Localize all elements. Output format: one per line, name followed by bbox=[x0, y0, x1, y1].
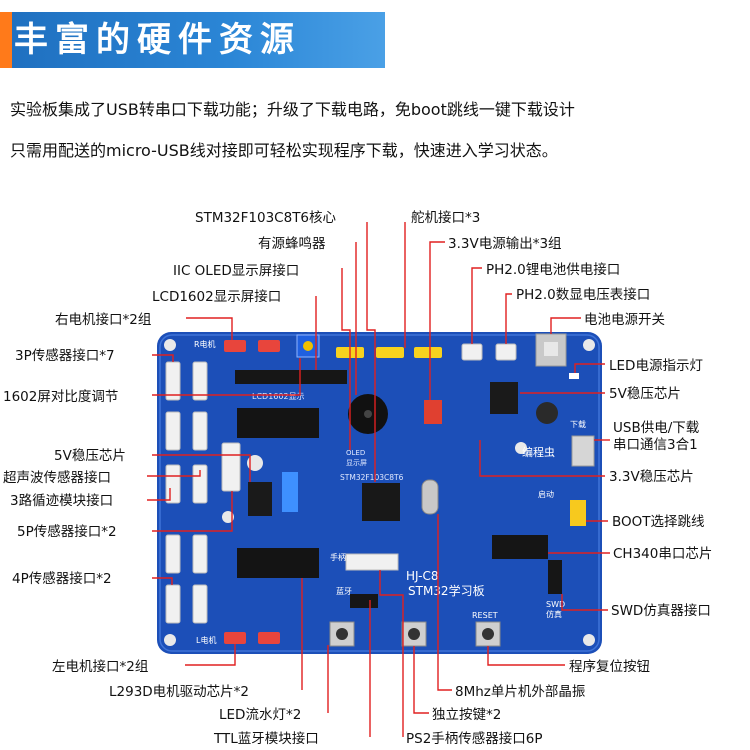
silk-hj: HJ-C8 bbox=[406, 569, 438, 583]
label-right-motor: 右电机接口*2组 bbox=[55, 311, 151, 328]
mount-hole bbox=[515, 442, 527, 454]
mount-hole bbox=[164, 634, 176, 646]
label-key: 独立按键*2 bbox=[432, 707, 501, 723]
swd-header bbox=[548, 560, 562, 594]
push-buttons bbox=[329, 621, 501, 647]
regulator-5v-left bbox=[248, 482, 272, 516]
label-reg-5v-left: 5V稳压芯片 bbox=[54, 448, 126, 464]
description-line-2: 只需用配送的micro-USB线对接即可轻松实现程序下载，快速进入学习状态。 bbox=[10, 141, 558, 160]
mount-hole bbox=[583, 634, 595, 646]
servo-headers bbox=[336, 347, 442, 358]
lcd1602-header bbox=[235, 370, 347, 384]
label-ps2: PS2手柄传感器接口6P bbox=[406, 730, 543, 747]
label-ph-battery: PH2.0锂电池供电接口 bbox=[486, 261, 620, 278]
label-crystal: 8Mhz单片机外部晶振 bbox=[455, 684, 586, 700]
regulator-3v3 bbox=[424, 400, 442, 424]
capacitor bbox=[247, 455, 263, 471]
silk-swd: SWD bbox=[546, 600, 565, 609]
l293d-chip-top bbox=[237, 408, 319, 438]
l293d-chip-bottom bbox=[237, 548, 319, 578]
label-buzzer: 有源蜂鸣器 bbox=[258, 235, 326, 252]
usb-port bbox=[571, 435, 595, 467]
mount-hole bbox=[222, 511, 234, 523]
silk-bianchengchong: 编程虫 bbox=[522, 445, 555, 459]
leader-lines bbox=[147, 222, 610, 737]
silk-lcd: LCD1602显示 bbox=[252, 392, 305, 401]
description-line-1: 实验板集成了USB转串口下载功能；升级了下载电路，免boot跳线一键下载设计 bbox=[10, 100, 575, 119]
label-sensor-4p: 4P传感器接口*2 bbox=[12, 570, 112, 587]
ps2-connector bbox=[345, 553, 399, 571]
label-out-33v: 3.3V电源输出*3组 bbox=[448, 236, 562, 252]
silk-title: STM32学习板 bbox=[408, 583, 485, 598]
silk-mcu: STM32F103C8T6 bbox=[340, 473, 404, 482]
label-servo: 舵机接口*3 bbox=[411, 209, 480, 226]
silk-screen: 显示屏 bbox=[346, 459, 367, 467]
label-tracking: 3路循迹模块接口 bbox=[10, 492, 113, 509]
label-battery-switch: 电池电源开关 bbox=[584, 312, 665, 328]
power-led bbox=[569, 373, 579, 379]
silk-swd-2: 仿真 bbox=[546, 609, 562, 619]
label-reg-33v: 3.3V稳压芯片 bbox=[609, 469, 694, 485]
dip-switch bbox=[282, 472, 298, 512]
banner-accent bbox=[0, 12, 12, 68]
label-sensor-3p: 3P传感器接口*7 bbox=[15, 347, 115, 364]
label-swd: SWD仿真器接口 bbox=[611, 602, 711, 619]
silk-reset: RESET bbox=[472, 611, 498, 620]
silk-oled: OLED bbox=[346, 449, 365, 457]
silk-shoubing: 手柄 bbox=[330, 552, 346, 562]
label-mcu-core: STM32F103C8T6核心 bbox=[195, 210, 337, 226]
label-bluetooth: TTL蓝牙模块接口 bbox=[213, 730, 319, 747]
mcu-chip bbox=[362, 483, 400, 521]
silk-qidong: 启动 bbox=[538, 489, 554, 499]
label-l293d: L293D电机驱动芯片*2 bbox=[109, 684, 249, 700]
mount-hole bbox=[583, 339, 595, 351]
motor-headers bbox=[224, 340, 280, 644]
label-led-flow: LED流水灯*2 bbox=[219, 707, 301, 723]
label-reg-5v-right: 5V稳压芯片 bbox=[609, 386, 681, 402]
label-usb-power: USB供电/下载 bbox=[613, 420, 699, 436]
boot-jumper bbox=[570, 500, 586, 526]
label-usb-serial: 串口通信3合1 bbox=[613, 437, 698, 453]
silk-download: 下载 bbox=[570, 419, 586, 429]
bluetooth-header bbox=[350, 594, 378, 608]
capacitor bbox=[536, 402, 558, 424]
regulator-5v-right bbox=[490, 382, 518, 414]
label-oled: IIC OLED显示屏接口 bbox=[173, 262, 299, 279]
silk-lanya: 蓝牙 bbox=[336, 586, 352, 596]
ch340-chip bbox=[492, 535, 548, 559]
silk-l-motor: L电机 bbox=[196, 635, 216, 645]
label-left-motor: 左电机接口*2组 bbox=[52, 658, 148, 675]
label-reset: 程序复位按钮 bbox=[569, 658, 650, 675]
label-lcd1602: LCD1602显示屏接口 bbox=[152, 288, 281, 305]
mount-hole bbox=[164, 339, 176, 351]
label-contrast: 1602屏对比度调节 bbox=[3, 389, 118, 405]
crystal-oscillator bbox=[421, 479, 439, 515]
ph2-connectors bbox=[461, 343, 517, 361]
title-banner bbox=[0, 12, 385, 68]
page-title: 丰富的硬件资源 bbox=[14, 20, 301, 60]
label-ultrasonic: 超声波传感器接口 bbox=[3, 469, 111, 486]
label-ch340: CH340串口芯片 bbox=[613, 546, 712, 562]
label-led-power: LED电源指示灯 bbox=[609, 358, 703, 374]
silk-r-motor: R电机 bbox=[194, 339, 216, 349]
label-boot-jumper: BOOT选择跳线 bbox=[612, 514, 705, 530]
label-ph-voltmeter: PH2.0数显电压表接口 bbox=[516, 286, 650, 303]
label-sensor-5p: 5P传感器接口*2 bbox=[17, 523, 117, 540]
